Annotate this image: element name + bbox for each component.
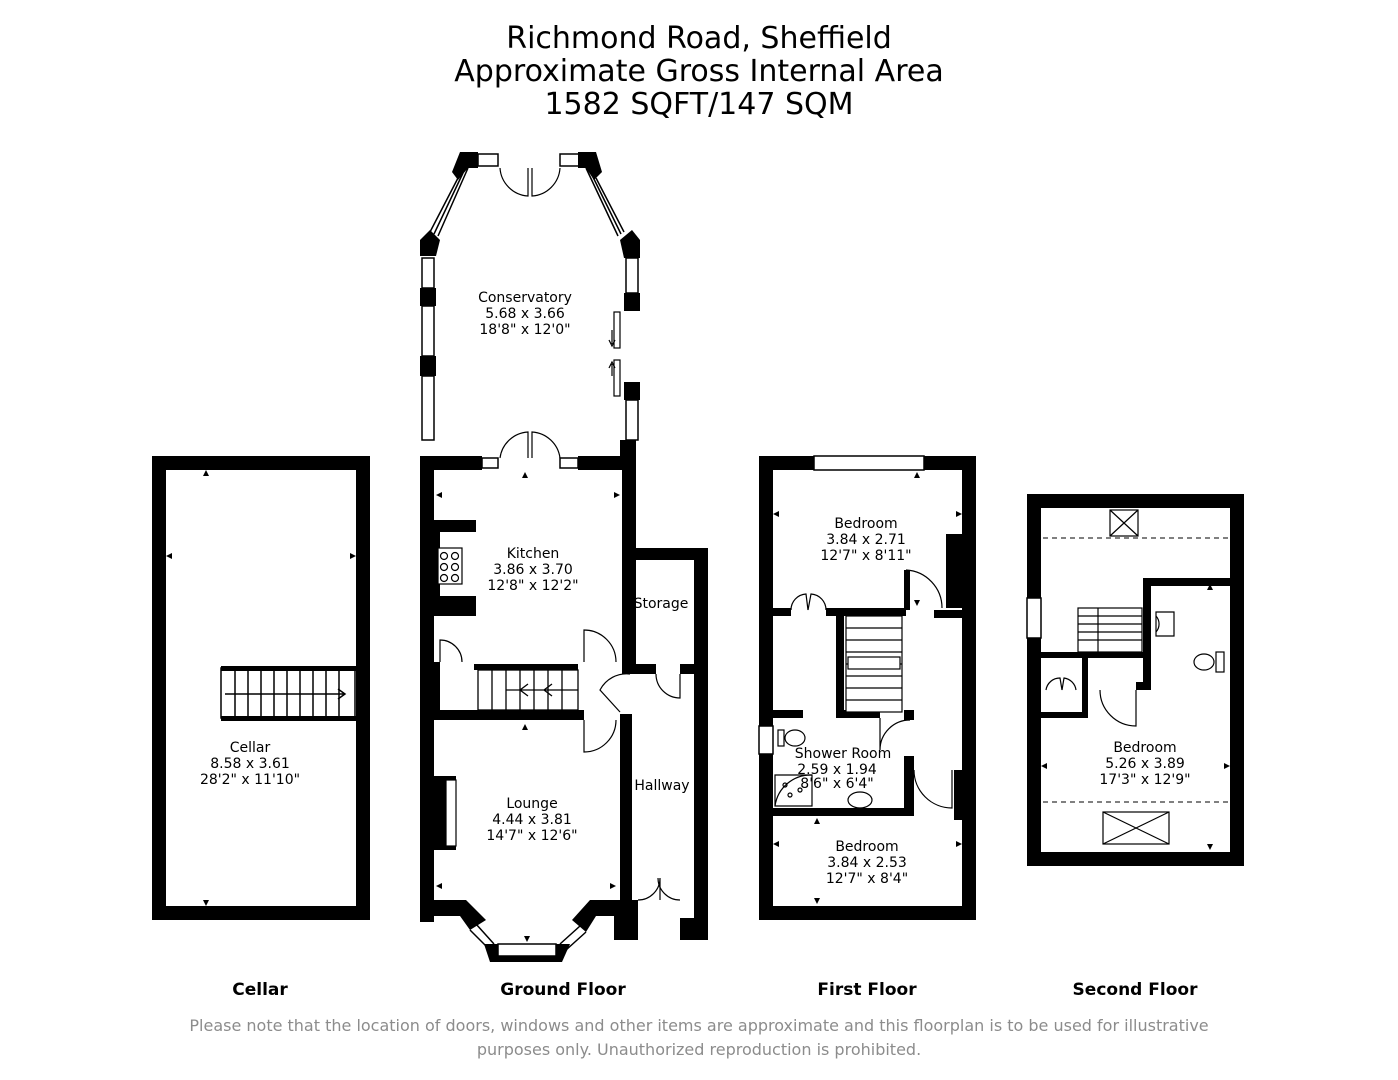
shower-metric: 2.59 x 1.94 <box>797 762 877 778</box>
conservatory-imperial: 18'8" x 12'0" <box>479 322 570 338</box>
ground-dimension-arrows <box>436 472 620 942</box>
conservatory-metric: 5.68 x 3.66 <box>485 306 565 322</box>
second-floor: Bedroom 5.26 x 3.89 17'3" x 12'9" <box>1026 494 1244 866</box>
bedroom2-name: Bedroom <box>835 839 898 855</box>
shower-window <box>758 725 774 755</box>
cellar-stairs <box>220 666 356 721</box>
plan-title-address: Richmond Road, Sheffield <box>506 21 892 56</box>
bedroom2-imperial: 12'7" x 8'4" <box>826 871 908 887</box>
lounge-imperial: 14'7" x 12'6" <box>486 828 577 844</box>
kitchen-name: Kitchen <box>507 546 560 562</box>
second-doors <box>1045 677 1137 727</box>
floor-label-second: Second Floor <box>1072 980 1198 1000</box>
bedroom3-metric: 5.26 x 3.89 <box>1105 756 1185 772</box>
disclaimer-line-1: Please note that the location of doors, … <box>189 1016 1209 1035</box>
shower-name: Shower Room <box>795 746 891 762</box>
storage-name: Storage <box>634 596 689 612</box>
lounge-fireplace <box>445 779 457 847</box>
ground-stairs <box>477 669 579 711</box>
first-internal-walls <box>773 534 962 820</box>
conservatory-sliding-door <box>608 311 621 397</box>
ground-floor: Conservatory 5.68 x 3.66 18'8" x 12'0" <box>420 152 708 962</box>
cellar-metric: 8.58 x 3.61 <box>210 756 290 772</box>
shower-fixtures <box>774 729 873 809</box>
shower-imperial: 8'6" x 6'4" <box>800 776 873 792</box>
cellar-name: Cellar <box>230 740 271 756</box>
cellar-imperial: 28'2" x 11'10" <box>200 772 300 788</box>
cellar-floor: Cellar 8.58 x 3.61 28'2" x 11'10" <box>152 456 370 920</box>
bedroom1-imperial: 12'7" x 8'11" <box>820 548 911 564</box>
first-stairs <box>845 615 903 713</box>
first-doors <box>790 569 953 809</box>
second-internal-walls <box>1041 578 1230 718</box>
bedroom3-name: Bedroom <box>1113 740 1176 756</box>
plan-title-area-value: 1582 SQFT/147 SQM <box>544 87 854 122</box>
second-window <box>1026 597 1042 639</box>
hallway-name: Hallway <box>634 778 689 794</box>
cellar-dimension-arrows <box>166 470 356 906</box>
kitchen-imperial: 12'8" x 12'2" <box>487 578 578 594</box>
bedroom1-name: Bedroom <box>834 516 897 532</box>
first-dimension-arrows <box>773 472 962 904</box>
conservatory-windows <box>421 153 639 441</box>
bedroom3-imperial: 17'3" x 12'9" <box>1099 772 1190 788</box>
conservatory-french-doors <box>499 167 561 197</box>
second-outer-walls <box>1027 494 1244 866</box>
conservatory-name: Conservatory <box>478 290 572 306</box>
first-window <box>813 455 925 471</box>
ground-doors <box>439 431 681 901</box>
second-dimension-arrows <box>1041 584 1230 850</box>
disclaimer-line-2: purposes only. Unauthorized reproduction… <box>476 1040 922 1059</box>
lounge-name: Lounge <box>506 796 557 812</box>
bedroom2-metric: 3.84 x 2.53 <box>827 855 907 871</box>
lounge-metric: 4.44 x 3.81 <box>492 812 572 828</box>
eaves-lines <box>1043 537 1228 803</box>
bedroom1-metric: 3.84 x 2.71 <box>826 532 906 548</box>
floor-label-ground: Ground Floor <box>500 980 626 1000</box>
ground-windows <box>469 457 587 957</box>
kitchen-metric: 3.86 x 3.70 <box>493 562 573 578</box>
first-floor: Bedroom 3.84 x 2.71 12'7" x 8'11" Shower… <box>758 455 976 920</box>
floor-label-cellar: Cellar <box>232 980 288 1000</box>
plan-title-area-label: Approximate Gross Internal Area <box>454 54 944 89</box>
kitchen-hob <box>437 547 463 585</box>
second-stairs <box>1077 607 1143 653</box>
second-bathroom-fixtures <box>1155 611 1225 673</box>
conservatory-walls <box>420 152 640 466</box>
floor-label-first: First Floor <box>817 980 917 1000</box>
velux-windows <box>1102 509 1170 845</box>
